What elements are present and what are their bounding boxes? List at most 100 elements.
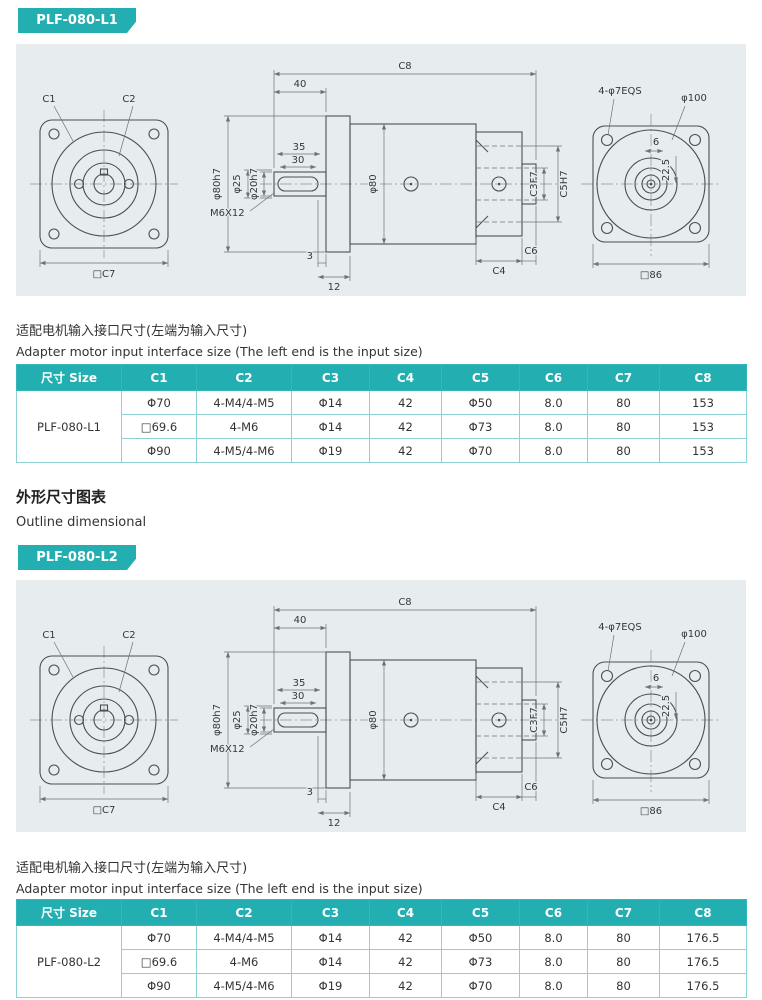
dim-label-12: 12	[328, 818, 341, 829]
dim-label-80: φ80	[368, 710, 379, 729]
dim-label-20h7: φ20h7	[249, 704, 260, 736]
table-cell: 8.0	[519, 414, 588, 439]
column-header-c2: C2	[196, 899, 292, 926]
dim-label-30: 30	[292, 155, 305, 166]
table-cell: 153	[659, 438, 747, 463]
side-view-dimensions	[224, 606, 562, 817]
outline-section-title: 外形尺寸图表 Outline dimensional	[16, 486, 146, 530]
table-cell: 80	[587, 390, 660, 415]
table-cell: Φ14	[291, 390, 370, 415]
table-cell: Φ14	[291, 925, 370, 950]
dim-label-4xphi7eqs: 4-φ7EQS	[598, 86, 641, 97]
hidden-bore-lines	[476, 145, 536, 223]
front-view-dimensions	[39, 105, 169, 267]
column-header-size: 尺寸 Size	[16, 899, 122, 926]
center-dot	[649, 182, 653, 186]
table-cell: Φ19	[291, 973, 370, 998]
section-title-en: Outline dimensional	[16, 515, 147, 530]
dim-label-22-5: 22.5	[661, 695, 672, 717]
dim-label-40: 40	[294, 615, 307, 626]
side-view-dimensions	[224, 70, 562, 281]
dim-label-c4: C4	[492, 266, 505, 277]
model-badge-label: PLF-080-L2	[36, 550, 118, 565]
table-cell: □69.6	[121, 414, 197, 439]
caption-zh: 适配电机输入接口尺寸(左端为输入尺寸)	[16, 861, 248, 876]
column-header-size: 尺寸 Size	[16, 364, 122, 391]
table-cell: 176.5	[659, 925, 747, 950]
dim-label-phi100: φ100	[681, 629, 707, 640]
dim-label-sq86: □86	[640, 806, 662, 817]
table-cell: 80	[587, 414, 660, 439]
table-cell: 8.0	[519, 925, 588, 950]
table-cell: 80	[587, 925, 660, 950]
table-cell: 80	[587, 949, 660, 974]
section-title-zh: 外形尺寸图表	[16, 488, 107, 506]
dim-label-c7: □C7	[93, 805, 116, 816]
table-header-row: 尺寸 Size C1 C2 C3 C4 C5 C6 C7 C8	[16, 364, 747, 391]
side-section-view	[273, 115, 537, 253]
model-badge-l2: PLF-080-L2	[18, 545, 136, 570]
screw-center-dot	[409, 718, 413, 722]
technical-drawing-l2: C1 C2 □C7	[16, 580, 746, 832]
centerlines-front-view	[30, 646, 178, 794]
dim-label-m6x12: M6X12	[210, 744, 245, 755]
dim-label-4xphi7eqs: 4-φ7EQS	[598, 622, 641, 633]
dim-label-25: φ25	[232, 174, 243, 193]
centerlines-front-view	[30, 110, 178, 258]
caption-en: Adapter motor input interface size (The …	[16, 344, 423, 359]
side-section-view	[273, 651, 537, 789]
table-cell: 4-M4/4-M5	[196, 925, 292, 950]
table-cell: 42	[369, 925, 442, 950]
dim-label-m6x12: M6X12	[210, 208, 245, 219]
dim-label-c6: C6	[524, 246, 537, 257]
spec-table-l1: 尺寸 Size C1 C2 C3 C4 C5 C6 C7 C8 PLF-080-…	[16, 364, 747, 463]
table-cell: 80	[587, 973, 660, 998]
spec-table-l2: 尺寸 Size C1 C2 C3 C4 C5 C6 C7 C8 PLF-080-…	[16, 899, 747, 998]
column-header-c7: C7	[587, 899, 660, 926]
model-badge-l1: PLF-080-L1	[18, 8, 136, 33]
dim-label-3: 3	[307, 787, 313, 798]
column-header-c6: C6	[519, 364, 588, 391]
rear-view-dimensions	[592, 98, 710, 268]
table-cell: Φ73	[441, 414, 520, 439]
dim-label-c5h7: C5H7	[559, 706, 570, 733]
column-header-c4: C4	[369, 899, 442, 926]
table-row: □69.6 4-M6 Φ14 42 Φ73 8.0 80 176.5	[17, 949, 747, 974]
dim-label-12: 12	[328, 282, 341, 293]
table-cell: Φ70	[441, 973, 520, 998]
table-cell: 8.0	[519, 949, 588, 974]
rear-flange-view	[592, 661, 710, 779]
drawing-panel-l2: C1 C2 □C7	[16, 580, 746, 832]
column-header-c5: C5	[441, 364, 520, 391]
column-header-c4: C4	[369, 364, 442, 391]
table-row: PLF-080-L2 Φ70 4-M4/4-M5 Φ14 42 Φ50 8.0 …	[16, 925, 747, 998]
table-cell: 42	[369, 414, 442, 439]
dim-label-c3f7: C3F7	[529, 171, 540, 196]
dim-label-40: 40	[294, 79, 307, 90]
table-cell: Φ90	[121, 973, 197, 998]
table-cell: Φ19	[291, 438, 370, 463]
dim-label-c8: C8	[398, 61, 411, 72]
dim-label-c6: C6	[524, 782, 537, 793]
table-cell: 4-M4/4-M5	[196, 390, 292, 415]
table-cell: Φ90	[121, 438, 197, 463]
dim-label-30: 30	[292, 691, 305, 702]
technical-drawing-l1: C1 C2 □C7	[16, 44, 746, 296]
table-row: PLF-080-L1 Φ70 4-M4/4-M5 Φ14 42 Φ50 8.0 …	[16, 390, 747, 463]
front-flange-view	[39, 119, 169, 249]
table-row: □69.6 4-M6 Φ14 42 Φ73 8.0 80 153	[17, 414, 747, 439]
dim-label-c3f7: C3F7	[529, 707, 540, 732]
dim-label-80h7: φ80h7	[212, 704, 223, 736]
front-view-dimensions	[39, 641, 169, 803]
column-header-c3: C3	[291, 899, 370, 926]
caption-en: Adapter motor input interface size (The …	[16, 881, 423, 896]
gearbox-dimension-drawing: C1 C2 □C7	[30, 596, 721, 830]
column-header-c3: C3	[291, 364, 370, 391]
table-cell: 176.5	[659, 973, 747, 998]
dim-label-80h7: φ80h7	[212, 168, 223, 200]
column-header-c7: C7	[587, 364, 660, 391]
table-cell: 4-M5/4-M6	[196, 438, 292, 463]
column-header-c8: C8	[659, 364, 747, 391]
column-header-c5: C5	[441, 899, 520, 926]
model-badge-label: PLF-080-L1	[36, 13, 118, 28]
